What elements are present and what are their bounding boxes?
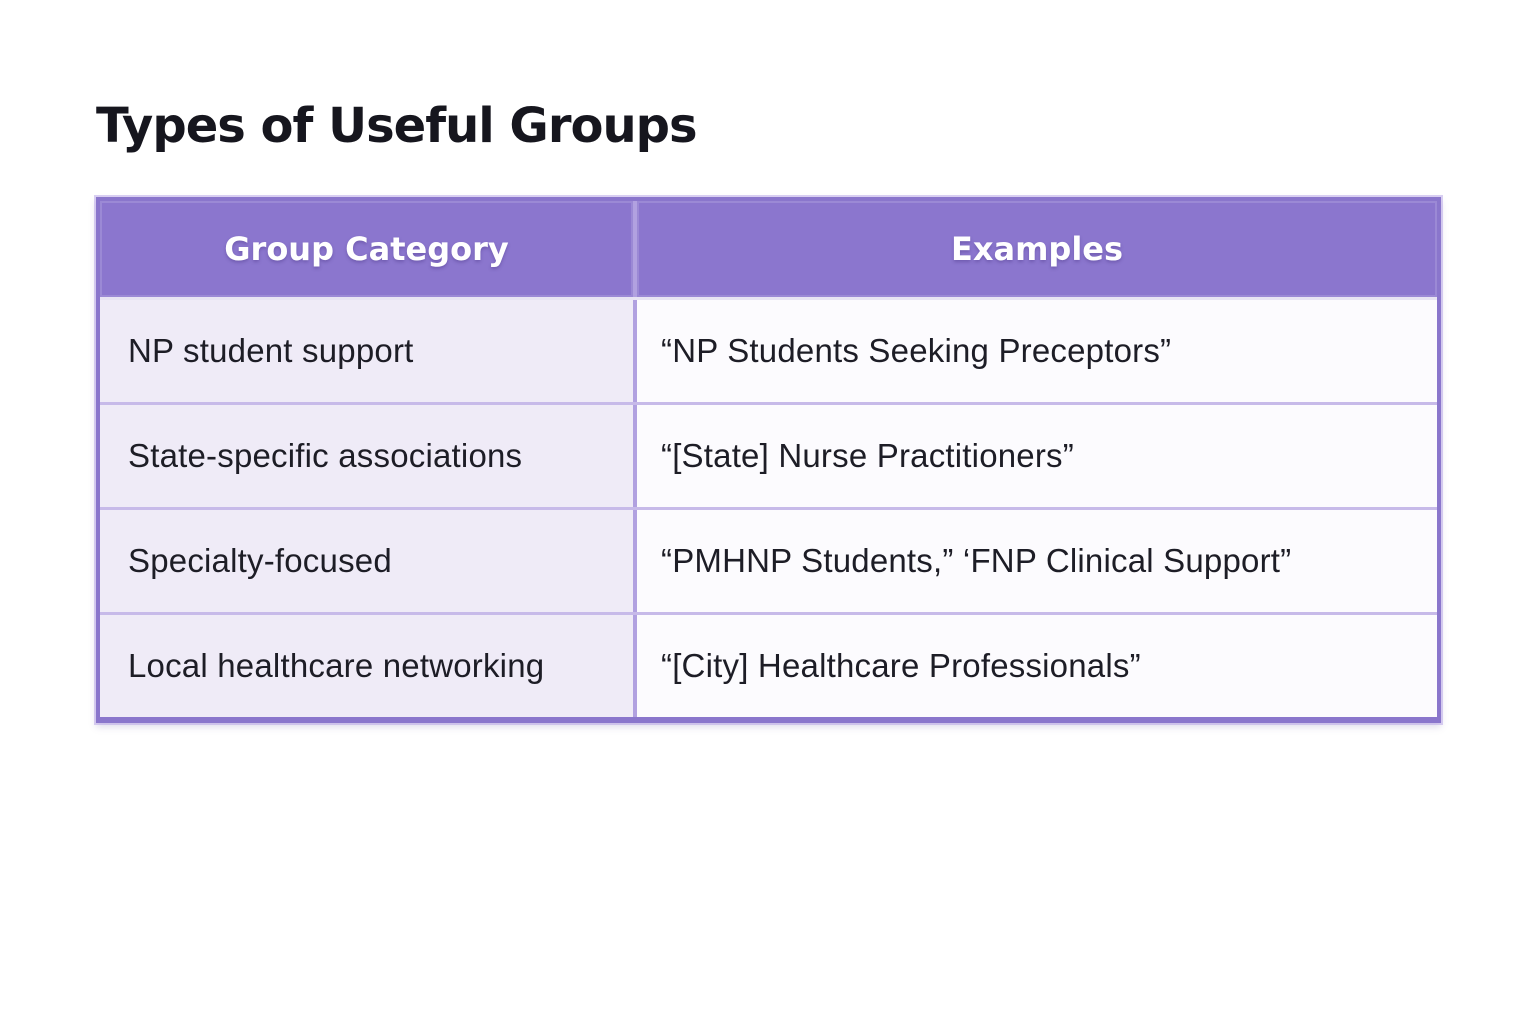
table-header-row: Group Category Examples xyxy=(100,201,1437,300)
table-row: NP student support “NP Students Seeking … xyxy=(100,300,1437,402)
table-row: Specialty-focused “PMHNP Students,” ‘FNP… xyxy=(100,507,1437,612)
category-cell: Specialty-focused xyxy=(100,510,633,612)
table-row: State-specific associations “[State] Nur… xyxy=(100,402,1437,507)
page-title: Types of Useful Groups xyxy=(96,98,698,154)
example-cell: “NP Students Seeking Preceptors” xyxy=(637,300,1437,402)
groups-table: Group Category Examples NP student suppo… xyxy=(96,197,1441,723)
category-cell: Local healthcare networking xyxy=(100,615,633,717)
table-row: Local healthcare networking “[City] Heal… xyxy=(100,612,1437,717)
column-header-group-category: Group Category xyxy=(100,201,633,297)
example-cell: “[State] Nurse Practitioners” xyxy=(637,405,1437,507)
column-header-examples: Examples xyxy=(637,201,1437,297)
example-cell: “[City] Healthcare Professionals” xyxy=(637,615,1437,717)
category-cell: State-specific associations xyxy=(100,405,633,507)
category-cell: NP student support xyxy=(100,300,633,402)
example-cell: “PMHNP Students,” ‘FNP Clinical Support” xyxy=(637,510,1437,612)
